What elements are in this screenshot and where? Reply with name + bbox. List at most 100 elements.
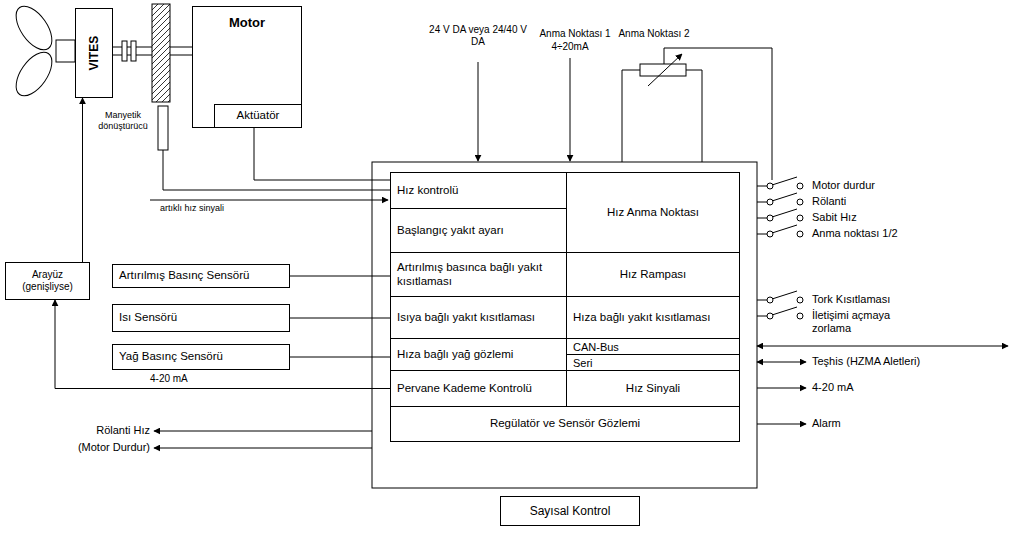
- alarm-label: Alarm: [812, 417, 912, 430]
- sensor-box: Artırılmış Basınç Sensörü: [112, 264, 290, 288]
- function-cell: Hıza bağlı yağ gözlemi: [390, 338, 567, 371]
- switch-symbol: [757, 209, 803, 221]
- signal-range: 4-20 mA: [150, 373, 210, 385]
- switch-label: Sabit Hız: [812, 211, 962, 224]
- function-cell: Hız Anma Noktası: [566, 172, 740, 253]
- node-text: Hız Sinyali: [626, 382, 680, 396]
- line-art: [640, 64, 686, 76]
- line-art: [56, 40, 75, 62]
- engine-box: MotorAktüatör: [192, 6, 302, 128]
- switch-contact: [797, 183, 803, 189]
- switch-group: [757, 177, 803, 319]
- line-art: [622, 70, 702, 162]
- switch-symbol: [757, 291, 803, 303]
- switch-contact: [767, 297, 773, 303]
- serial-arrow: [757, 362, 806, 363]
- function-cell: Hız Sinyali: [566, 370, 740, 407]
- actuator-box: Aktüatör: [214, 104, 302, 128]
- switch-contact: [767, 313, 773, 319]
- connector: [55, 300, 390, 389]
- interface-box: Arayüz (genişliyse): [5, 262, 90, 300]
- controller-frame: [372, 162, 757, 488]
- switch-contact: [797, 215, 803, 221]
- canbus-arrow: [757, 346, 1008, 347]
- monitor-cell: Regülatör ve Sensör Gözlemi: [390, 406, 740, 442]
- function-cell: Hıza bağlı yakıt kısıtlaması: [566, 296, 740, 339]
- node-text: Başlangıç yakıt ayarı: [397, 224, 504, 238]
- switch-contact: [797, 297, 803, 303]
- node-text: Yağ Basınç Sensörü: [119, 350, 223, 364]
- alarm-arrow: [757, 424, 806, 425]
- switch-contact: [767, 231, 773, 237]
- node-text: Artırılmış Basınç Sensörü: [119, 269, 249, 283]
- node-text: Hız Anma Noktası: [607, 206, 699, 220]
- connector: [254, 128, 390, 180]
- switch-contact: [767, 183, 773, 189]
- switch-contact: [797, 199, 803, 205]
- node-text: Sayısal Kontrol: [530, 504, 611, 518]
- function-cell: Artırılmış basınca bağlı yakıt kısıtlama…: [390, 252, 567, 297]
- signal-arrow: [150, 200, 388, 201]
- output-label: 4-20 mA: [812, 381, 912, 394]
- node-text: Hıza bağlı yakıt kısıtlaması: [573, 311, 710, 325]
- switch-lever: [757, 291, 797, 300]
- line-art: [648, 54, 682, 86]
- node-text: Isı Sensörü: [119, 311, 177, 325]
- node-text: Hız Rampası: [620, 268, 686, 282]
- node-text: Seri: [573, 357, 593, 370]
- gearbox-box: VITES: [75, 8, 113, 98]
- output-arrow: [154, 448, 372, 449]
- output-label: (Motor Durdur): [50, 441, 150, 454]
- switch-contact: [797, 231, 803, 237]
- signal-range: 4÷20mA: [545, 41, 595, 53]
- part-label: Manyetik dönüştürücü: [90, 110, 156, 132]
- node-text: VITES: [87, 36, 101, 71]
- switch-symbol: [757, 177, 803, 189]
- line-art: [9, 46, 59, 102]
- node-text: Arayüz (genişliyse): [12, 269, 83, 293]
- switch-label: Anma noktası 1/2: [812, 227, 962, 240]
- line-art: [9, 0, 59, 56]
- node-text: Isıya bağlı yakıt kısıtlaması: [397, 311, 535, 325]
- illustration: [9, 0, 1008, 488]
- setpoint-label: Anma Noktası 2: [612, 28, 696, 40]
- port-label: Teşhis (HZMA Aletleri): [812, 355, 982, 368]
- node-text: Hıza bağlı yağ gözlemi: [397, 348, 513, 362]
- switch-lever: [757, 225, 797, 234]
- connector: [290, 276, 390, 277]
- flywheel: [152, 4, 170, 102]
- setpoint-label: Anma Noktası 1: [536, 28, 614, 40]
- switch-label: Motor durdur: [812, 179, 962, 192]
- node-text: CAN-Bus: [573, 341, 619, 354]
- switch-contact: [797, 313, 803, 319]
- line-art: [664, 48, 772, 180]
- switch-contact: [767, 199, 773, 205]
- supply-arrow: [478, 62, 479, 161]
- node-text: Hız kontrolü: [397, 184, 458, 198]
- switch-contact: [767, 215, 773, 221]
- output-arrow: [154, 431, 372, 432]
- switch-label: İletişimi açmaya zorlama: [812, 309, 912, 335]
- node-text: Aktüatör: [237, 109, 280, 123]
- connectors: [55, 98, 390, 389]
- magnetic-pickup: [158, 106, 168, 150]
- switch-lever: [757, 307, 797, 316]
- supply-label: 24 V DA veya 24/40 V DA: [428, 24, 528, 48]
- node-text: Motor: [229, 15, 265, 31]
- connector: [290, 357, 390, 358]
- function-cell: Isıya bağlı yakıt kısıtlaması: [390, 296, 567, 339]
- controller-title-box: Sayısal Kontrol: [500, 496, 640, 526]
- output-arrow: [757, 388, 806, 389]
- connector: [82, 98, 83, 262]
- signal-label: artıklı hız sinyali: [160, 203, 290, 214]
- switch-label: Tork Kısıtlaması: [812, 293, 962, 306]
- connector: [290, 318, 390, 319]
- sensor-box: Yağ Basınç Sensörü: [112, 344, 290, 370]
- switch-symbol: [757, 307, 803, 319]
- function-cell: Hız kontrolü: [390, 172, 567, 209]
- node-text: Artırılmış basınca bağlı yakıt kısıtlama…: [397, 261, 560, 289]
- switch-lever: [757, 193, 797, 202]
- sensor-box: Isı Sensörü: [112, 304, 290, 332]
